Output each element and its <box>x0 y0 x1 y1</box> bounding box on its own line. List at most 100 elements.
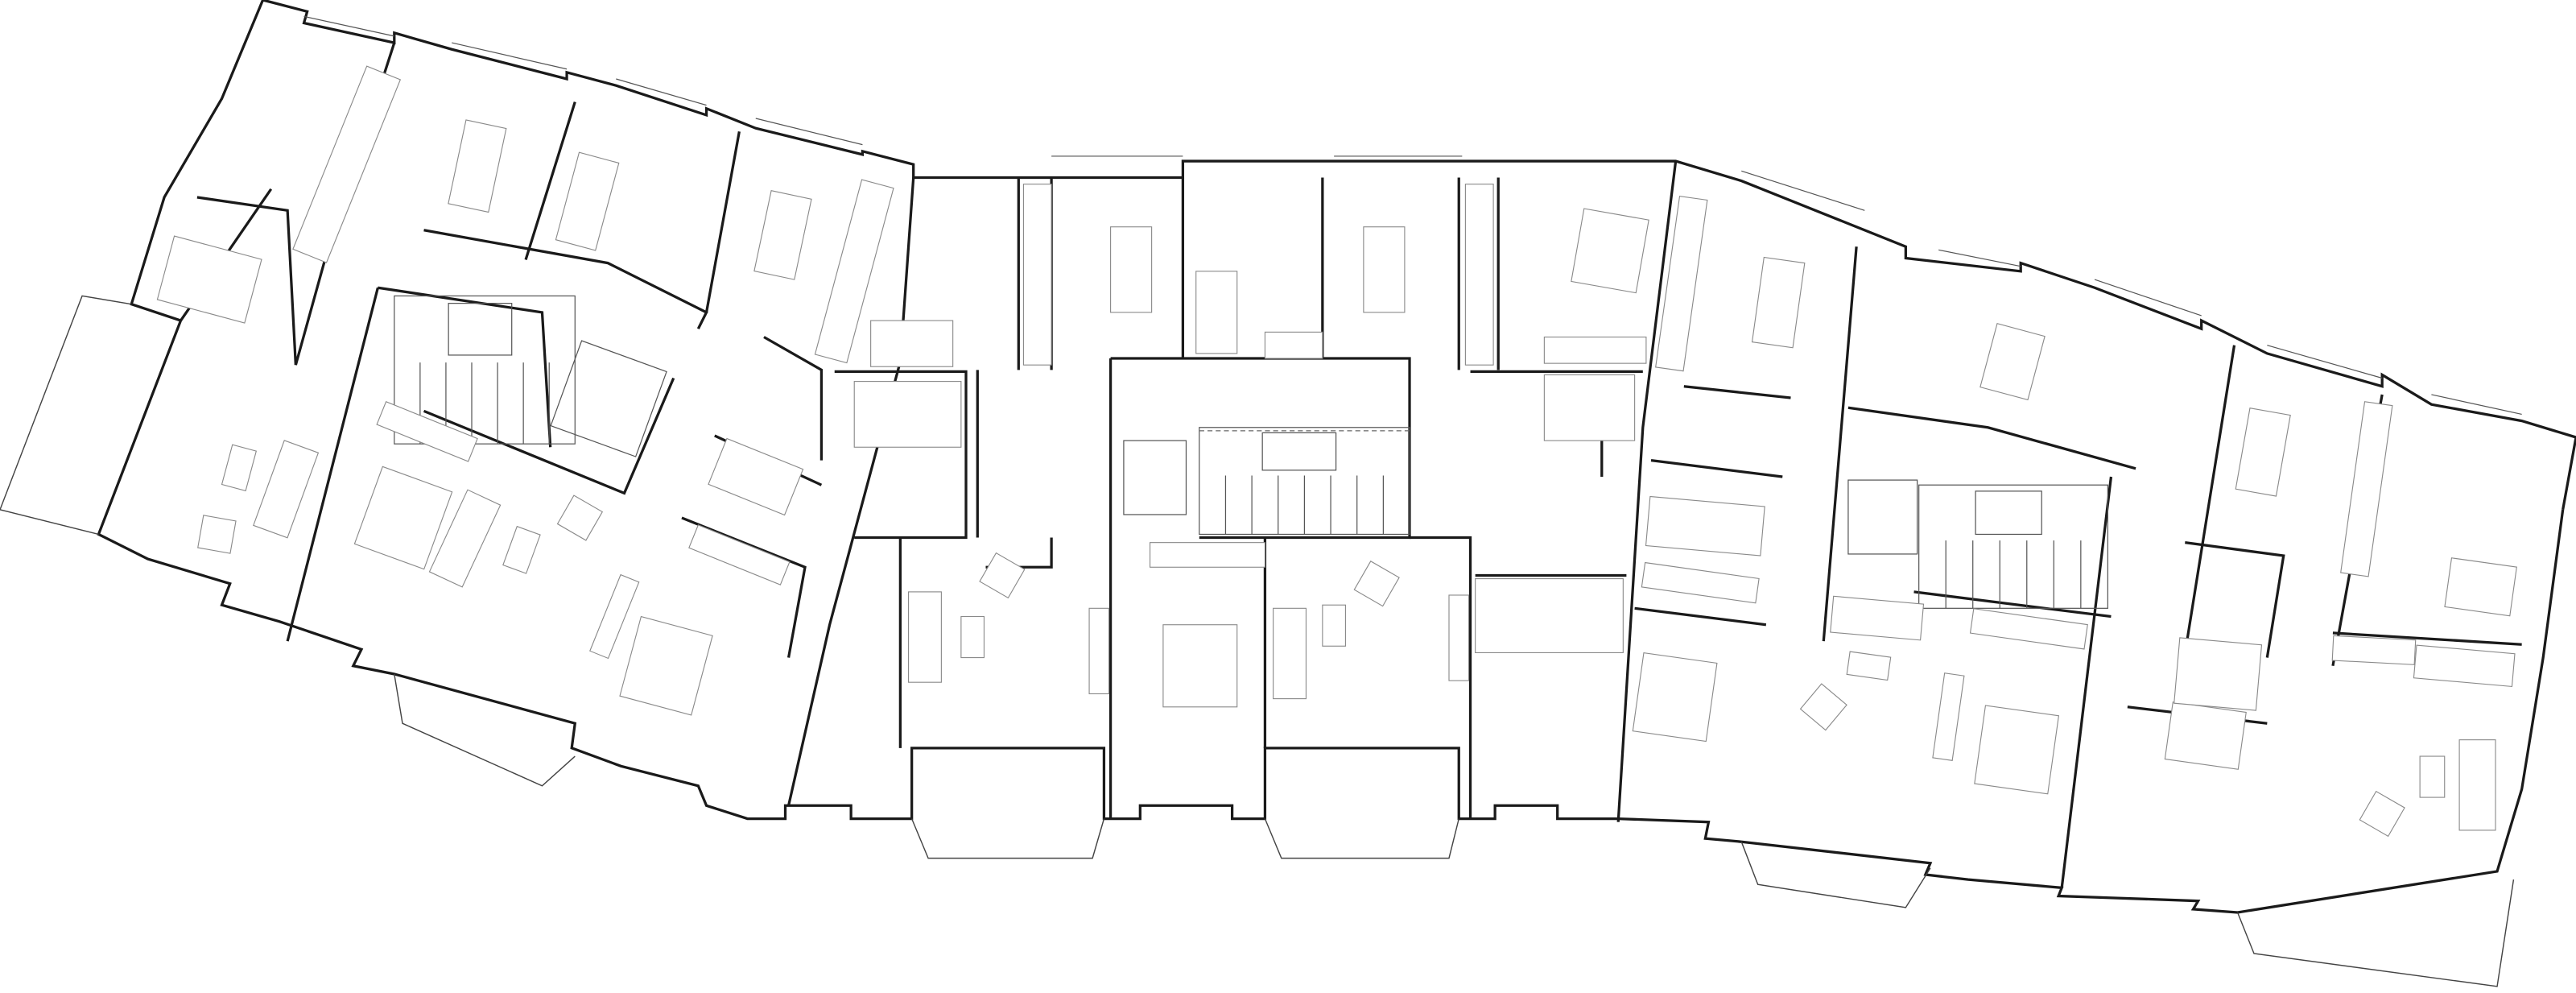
interior-wall <box>1683 385 1791 399</box>
kitchen-counter <box>1022 184 1052 366</box>
balcony-south-1 <box>910 818 1105 859</box>
staircase-west <box>394 295 576 445</box>
bathroom-fixtures <box>708 437 804 516</box>
bathroom-fixtures <box>1645 495 1765 556</box>
bathroom-fixtures <box>1475 578 1624 653</box>
wardrobe <box>1969 608 2088 650</box>
interior-wall <box>1634 606 1767 627</box>
elevator-east <box>1847 479 1918 555</box>
sofa <box>253 440 320 539</box>
dining-table <box>2235 408 2291 497</box>
interior-wall <box>1913 590 2112 619</box>
dining-table <box>448 119 507 213</box>
balcony-south-2 <box>1264 818 1459 859</box>
stair-well <box>1261 432 1337 471</box>
window <box>2094 279 2202 317</box>
walls <box>97 0 2576 914</box>
interior-wall <box>1822 246 1858 642</box>
window <box>452 42 568 70</box>
interior-wall <box>1110 357 1411 540</box>
dining-table <box>1363 226 1406 313</box>
bathroom-fixtures <box>1543 374 1636 441</box>
elevator-west <box>550 340 667 457</box>
bathroom-fixtures <box>2174 637 2263 711</box>
kitchen-counter <box>2340 401 2393 577</box>
armchair <box>197 515 237 554</box>
armchair <box>1353 561 1400 607</box>
balcony-southeast-1 <box>1740 841 1931 908</box>
bed <box>870 320 954 367</box>
armchair <box>2359 790 2405 838</box>
sofa <box>428 489 502 588</box>
interior-wall <box>681 516 807 658</box>
kitchen-counter <box>1655 195 1708 372</box>
coffee-table <box>2419 755 2446 798</box>
dining-table <box>1110 226 1153 313</box>
bed <box>1979 323 2046 401</box>
bed <box>2444 557 2517 617</box>
desk <box>1932 672 1965 761</box>
bathroom-fixtures <box>2413 644 2516 688</box>
window <box>1741 170 1865 211</box>
interior-wall <box>1616 160 1678 822</box>
bathroom-fixtures <box>156 235 262 324</box>
coffee-table <box>1846 651 1892 681</box>
interior-wall <box>196 196 297 366</box>
bed <box>1162 624 1238 708</box>
sofa <box>1830 595 1925 641</box>
window <box>1938 249 2021 267</box>
balconies <box>0 295 2515 987</box>
interior-wall <box>1847 406 2136 470</box>
bed <box>353 465 453 570</box>
interior-wall <box>286 287 379 642</box>
interior-wall <box>1410 536 1472 819</box>
interior-wall <box>2332 631 2522 646</box>
bed <box>1571 208 1649 294</box>
wardrobe <box>1264 331 1323 359</box>
desk <box>589 573 640 660</box>
bed <box>2164 701 2247 770</box>
windows <box>303 15 2522 416</box>
bed <box>1195 271 1238 354</box>
desk <box>1448 594 1470 681</box>
armchair <box>1799 683 1847 731</box>
balcony-west <box>0 295 132 536</box>
dining-table <box>1751 256 1806 349</box>
bathroom-fixtures <box>853 381 962 448</box>
interior-wall <box>1650 458 1783 478</box>
armchair <box>979 552 1026 599</box>
desk <box>1088 607 1110 695</box>
wardrobe <box>1641 561 1760 604</box>
armchair <box>556 494 604 541</box>
window <box>2267 345 2383 379</box>
interior-wall <box>2060 476 2113 888</box>
balcony-southeast-2 <box>2236 879 2515 987</box>
interior-wall <box>2185 541 2285 658</box>
bed <box>619 615 713 716</box>
interior-wall <box>423 229 708 330</box>
balcony-southwest <box>394 673 576 787</box>
exterior-wall-top <box>262 0 2576 511</box>
staircases <box>394 295 2108 609</box>
sofa <box>908 591 942 683</box>
interior-wall <box>704 131 741 313</box>
bed <box>1974 705 2060 795</box>
kitchen-counter <box>1464 184 1494 366</box>
kitchen-counter <box>292 65 402 263</box>
wardrobe <box>688 524 791 585</box>
dining-table <box>753 190 812 280</box>
furniture <box>156 65 2517 838</box>
bed <box>555 151 620 251</box>
sofa <box>2458 739 2496 831</box>
wardrobe <box>376 400 478 462</box>
exterior-wall-bottom <box>97 0 2565 914</box>
interior-wall <box>834 370 968 540</box>
elevator-center <box>1123 440 1187 515</box>
window <box>303 15 394 37</box>
coffee-table <box>221 444 258 492</box>
sofa <box>1273 607 1307 700</box>
stair-well <box>448 303 513 356</box>
stair-well <box>1975 490 2042 536</box>
wardrobe <box>1150 542 1265 568</box>
